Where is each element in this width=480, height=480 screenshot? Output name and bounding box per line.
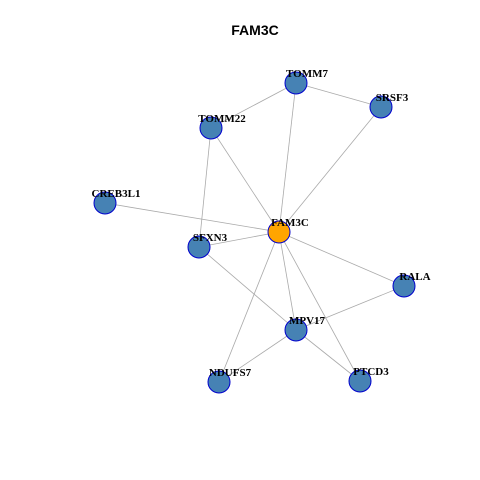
edge-fam3c-mpv17 — [278, 231, 297, 331]
edge-fam3c-ndufs7 — [218, 231, 280, 383]
edge-tomm7-fam3c — [278, 82, 297, 233]
node-tomm7 — [284, 71, 308, 95]
edge-mpv17-ptcd3 — [295, 329, 361, 382]
node-label-ptcd3: PTCD3 — [353, 366, 389, 378]
node-layer — [93, 71, 416, 394]
node-tomm22 — [199, 116, 223, 140]
node-ptcd3 — [348, 369, 372, 393]
edge-mpv17-ndufs7 — [218, 329, 297, 383]
edge-fam3c-ptcd3 — [278, 231, 361, 382]
diagram-title: FAM3C — [231, 22, 278, 38]
node-label-tomm7: TOMM7 — [286, 68, 328, 80]
node-label-ndufs7: NDUFS7 — [209, 367, 252, 379]
node-creb3l1 — [93, 191, 117, 215]
node-sfxn3 — [187, 235, 211, 259]
edge-sfxn3-fam3c — [198, 231, 280, 248]
node-label-creb3l1: CREB3L1 — [92, 188, 141, 200]
edge-tomm7-srsf3 — [295, 82, 382, 108]
node-label-mpv17: MPV17 — [289, 315, 326, 327]
edge-srsf3-fam3c — [278, 106, 382, 233]
edge-layer — [104, 82, 405, 383]
node-label-srsf3: SRSF3 — [376, 92, 409, 104]
node-label-rala: RALA — [399, 271, 430, 283]
node-srsf3 — [369, 95, 393, 119]
edge-sfxn3-mpv17 — [198, 246, 297, 331]
edge-tomm22-sfxn3 — [198, 127, 212, 248]
node-label-sfxn3: SFXN3 — [193, 232, 228, 244]
node-fam3c — [267, 220, 291, 244]
edge-rala-mpv17 — [295, 285, 405, 331]
node-label-fam3c: FAM3C — [271, 217, 309, 229]
node-mpv17 — [284, 318, 308, 342]
node-label-tomm22: TOMM22 — [198, 113, 246, 125]
node-ndufs7 — [207, 370, 231, 394]
edge-fam3c-rala — [278, 231, 405, 287]
node-rala — [392, 274, 416, 298]
edge-creb3l1-fam3c — [104, 202, 280, 233]
edge-tomm22-fam3c — [210, 127, 280, 233]
edge-tomm7-tomm22 — [210, 82, 297, 129]
